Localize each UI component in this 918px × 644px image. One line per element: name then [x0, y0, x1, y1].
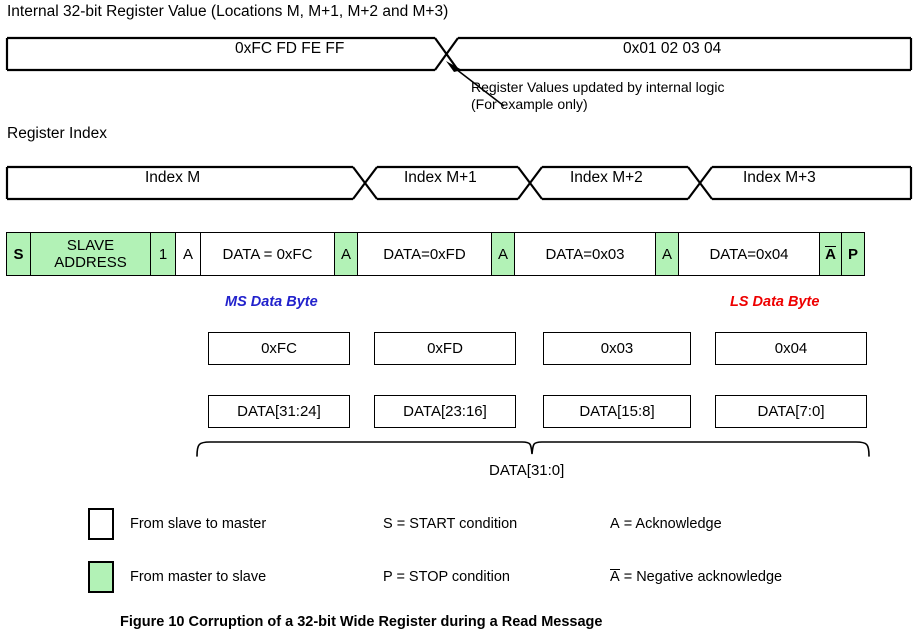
register-index-segment-3: Index M+3 [743, 169, 816, 186]
frame-cell-data-3[interactable]: DATA=0x04 [679, 233, 820, 275]
data-range-label: DATA[31:0] [489, 462, 565, 479]
byte-value-box-0: 0xFC [208, 332, 350, 365]
legend-swatch-master-to-slave [88, 561, 114, 593]
frame-cell-ack-0[interactable]: A [176, 233, 201, 275]
legend-start-condition: S = START condition [383, 516, 518, 532]
frame-cell-ack-2[interactable]: A [492, 233, 515, 275]
frame-cell-data-1[interactable]: DATA=0xFD [358, 233, 492, 275]
legend-acknowledge: A = Acknowledge [610, 516, 722, 533]
byte-value-box-3: 0x04 [715, 332, 867, 365]
frame-cell-stop[interactable]: P [842, 233, 864, 275]
frame-cell-nack[interactable]: A [820, 233, 842, 275]
frame-cell-rw-bit[interactable]: 1 [151, 233, 176, 275]
register-index-section-title: Register Index [7, 125, 107, 142]
ack-description: = Acknowledge [623, 516, 722, 532]
register-value-section-title: Internal 32-bit Register Value (Location… [7, 3, 449, 20]
legend-stop-condition: P = STOP condition [383, 569, 510, 585]
legend-swatch-slave-to-master [88, 508, 114, 540]
ls-data-byte-label: LS Data Byte [730, 294, 820, 310]
frame-cell-ack-1[interactable]: A [335, 233, 358, 275]
frame-cell-data-2[interactable]: DATA=0x03 [515, 233, 656, 275]
bit-field-box-0: DATA[31:24] [208, 395, 350, 428]
register-update-annotation-line2: (For example only) [471, 96, 588, 112]
frame-cell-data-0[interactable]: DATA = 0xFC [201, 233, 335, 275]
figure-caption: Figure 10 Corruption of a 32-bit Wide Re… [120, 614, 603, 630]
register-value-waveform [0, 30, 918, 107]
ms-data-byte-label: MS Data Byte [225, 294, 318, 310]
frame-cell-ack-3[interactable]: A [656, 233, 679, 275]
i2c-message-frame: S SLAVE ADDRESS 1 A DATA = 0xFC A DATA=0… [6, 232, 865, 276]
bit-field-box-2: DATA[15:8] [543, 395, 691, 428]
nack-symbol: A [610, 569, 620, 585]
ack-symbol: A [610, 516, 620, 532]
register-index-segment-0: Index M [145, 169, 201, 186]
byte-value-box-1: 0xFD [374, 332, 516, 365]
frame-cell-slave-address[interactable]: SLAVE ADDRESS [31, 233, 151, 275]
bit-field-box-3: DATA[7:0] [715, 395, 867, 428]
legend-label-master-to-slave: From master to slave [130, 569, 267, 585]
register-index-segment-1: Index M+1 [404, 169, 477, 186]
byte-value-box-2: 0x03 [543, 332, 691, 365]
register-index-waveform [0, 160, 918, 204]
bit-field-box-1: DATA[23:16] [374, 395, 516, 428]
legend-negative-acknowledge: A = Negative acknowledge [610, 569, 782, 586]
frame-cell-start[interactable]: S [7, 233, 31, 275]
nack-overbar-symbol: A [825, 246, 836, 263]
register-index-segment-2: Index M+2 [570, 169, 643, 186]
register-value-segment-1: 0x01 02 03 04 [623, 40, 722, 57]
nack-description: = Negative acknowledge [623, 569, 783, 585]
data-range-brace [0, 432, 918, 462]
legend-label-slave-to-master: From slave to master [130, 516, 267, 532]
register-update-annotation-line1: Register Values updated by internal logi… [471, 79, 725, 95]
register-value-segment-0: 0xFC FD FE FF [235, 40, 345, 57]
